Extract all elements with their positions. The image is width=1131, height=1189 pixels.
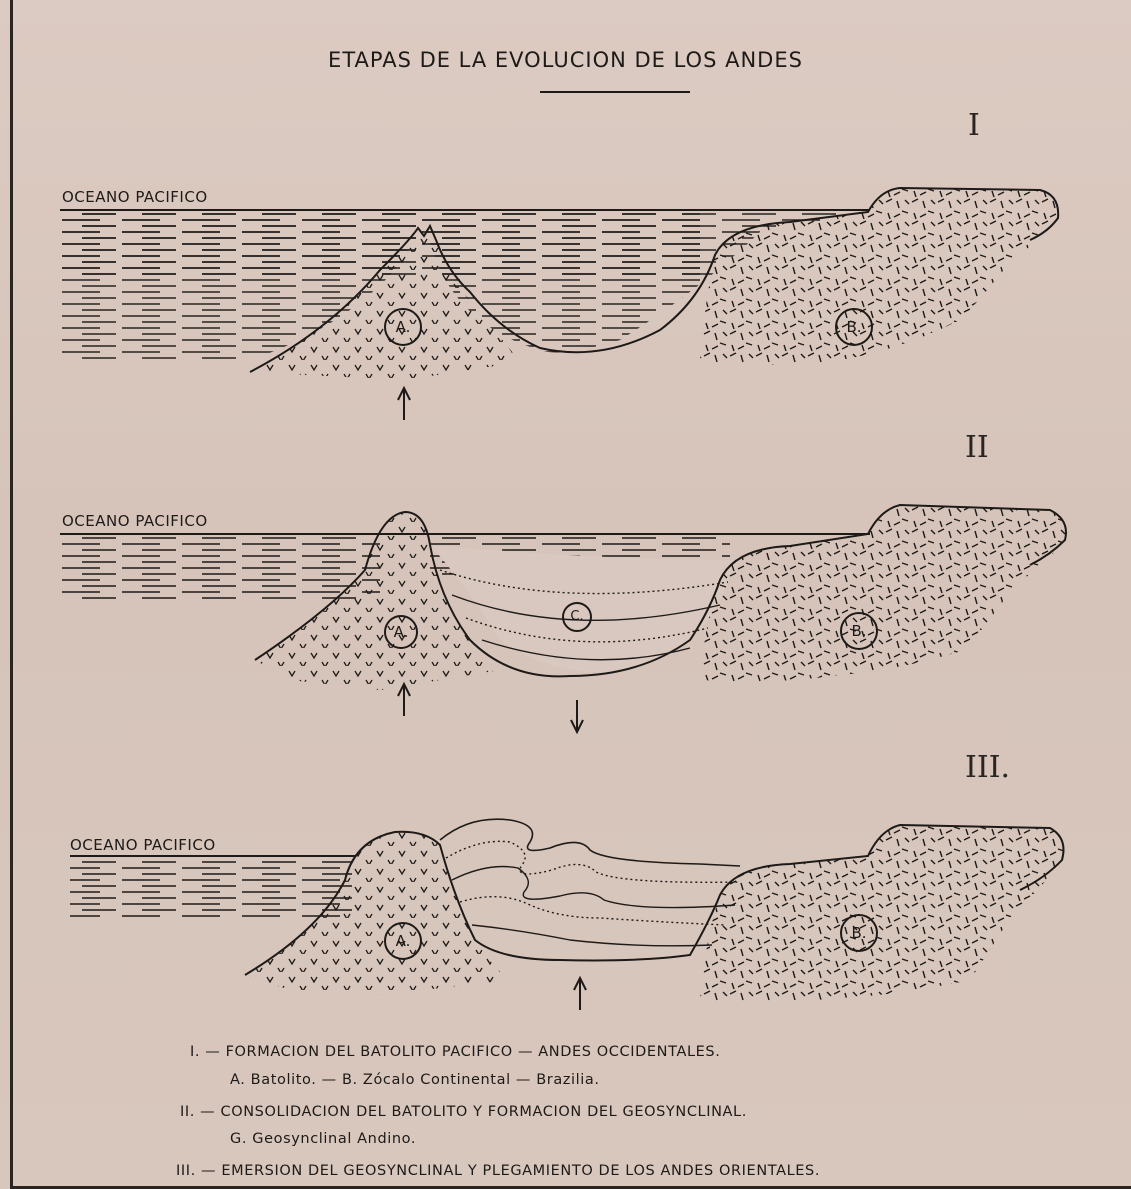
stage-3-fold-3: [452, 867, 735, 908]
legend-line-4: G. Geosynclinal Andino.: [230, 1131, 416, 1147]
legend-line-1: I. — FORMACION DEL BATOLITO PACIFICO — A…: [190, 1044, 720, 1060]
legend-line-5: III. — EMERSION DEL GEOSYNCLINAL Y PLEGA…: [176, 1163, 820, 1179]
stage-1-ocean-label: OCEANO PACIFICO: [62, 188, 208, 206]
stage-3-continent-b: [700, 825, 1064, 1002]
stage-3-fold-4: [460, 897, 725, 925]
stage-1-arrow-up: [398, 388, 410, 420]
stage-1-numeral: I: [968, 108, 980, 143]
stage-3-numeral: III.: [965, 750, 1010, 785]
legend-line-3: II. — CONSOLIDACION DEL BATOLITO Y FORMA…: [180, 1104, 747, 1120]
stage-2-arrow-down: [571, 700, 583, 732]
stage-1-label-b: B.: [835, 308, 873, 346]
stage-2-numeral: II: [965, 430, 989, 465]
stage-2-label-c: C.: [562, 602, 592, 632]
stage-1-label-a: A.: [384, 308, 422, 346]
stage-3-ocean-label: OCEANO PACIFICO: [70, 836, 216, 854]
stage-3-water-band: [70, 858, 352, 918]
stage-2-label-b: B.: [840, 612, 878, 650]
stage-3-label-b: B.: [840, 914, 878, 952]
stage-1-section: [60, 188, 1058, 420]
stage-3-label-a: A.: [384, 922, 422, 960]
stage-3-fold-5: [472, 925, 712, 946]
stage-2-water-band: [60, 536, 380, 600]
stage-3-arrow-up: [574, 978, 586, 1010]
stage-2-arrow-up: [398, 684, 410, 716]
stage-2-label-a: A.: [384, 615, 418, 649]
stage-3-section: [70, 819, 1064, 1010]
stage-2-ocean-label: OCEANO PACIFICO: [62, 512, 208, 530]
stage-1-water-band: [60, 212, 700, 276]
stage-2-continent-b: [700, 505, 1066, 682]
legend-line-2: A. Batolito. — B. Zócalo Continental — B…: [230, 1072, 600, 1088]
stage-3-fold-2: [446, 841, 740, 882]
